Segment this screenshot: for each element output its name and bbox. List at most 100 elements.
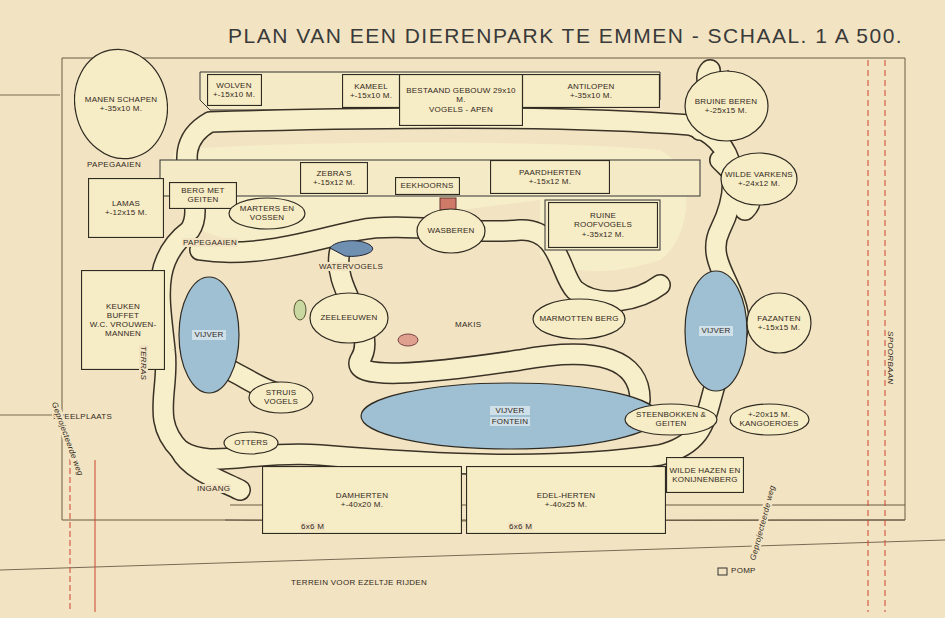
- enclosure-size: FONTEIN: [490, 417, 531, 426]
- enclosure-shape: [533, 299, 625, 339]
- enclosure-size: +-12x15 M.: [105, 208, 147, 217]
- enclosure-text: KEUKENBUFFETW.C. VROUWEN-MANNEN: [81, 300, 165, 341]
- animal-enclosure: WILDE HAZEN EN KONIJNENBERG: [666, 457, 744, 493]
- animal-enclosure: STEENBOKKEN & GEITEN: [624, 403, 718, 436]
- enclosure-size: +-35x12 M.: [574, 230, 632, 239]
- enclosure-shape: [467, 467, 666, 534]
- map-label: WATERVOGELS: [318, 262, 384, 271]
- enclosure-text: ZEELEEUWEN: [317, 311, 380, 324]
- enclosure-shape: [170, 182, 237, 208]
- enclosure-name: STRUIS VOGELS: [251, 388, 311, 406]
- plan-title: PLAN VAN EEN DIERENPARK TE EMMEN - SCHAA…: [228, 24, 903, 48]
- animal-enclosure: WASBEREN: [416, 208, 486, 254]
- enclosure-shape: [249, 382, 313, 413]
- enclosure-name: EDEL-HERTEN: [537, 491, 596, 500]
- enclosure-text: EEKHOORNS: [398, 179, 457, 192]
- animal-enclosure: WOLVEN+-15x10 M.: [207, 74, 262, 106]
- enclosure-text: MARMOTTEN BERG: [536, 312, 621, 325]
- enclosure-shape: [549, 203, 658, 248]
- enclosure-name: ANTILOPEN: [567, 82, 614, 91]
- enclosure-shape: [89, 179, 164, 238]
- map-label: PAPEGAAIEN: [182, 238, 238, 247]
- enclosure-text: ZEBRA'S+-15x12 M.: [310, 167, 358, 189]
- enclosure-size: +-35x10 M.: [85, 104, 157, 113]
- enclosure-shape: [263, 467, 462, 534]
- enclosure-shape: [179, 277, 239, 393]
- enclosure-shape: [361, 383, 659, 449]
- animal-enclosure: LAMAS+-12x15 M.: [88, 178, 164, 238]
- enclosure-size: +-15x12 M.: [519, 177, 581, 186]
- animal-enclosure: FAZANTEN+-15x15 M.: [746, 292, 812, 354]
- animal-enclosure: ZEELEEUWEN: [309, 292, 389, 344]
- enclosure-shape: [310, 293, 388, 343]
- enclosure-size: ROOFVOGELS: [574, 220, 632, 229]
- enclosure-size: W.C. VROUWEN-MANNEN: [84, 320, 162, 338]
- enclosure-text: BESTAAND GEBOUW 29x10 M.VOGELS - APEN: [399, 84, 523, 116]
- enclosure-text: RUINEROOFVOGELS+-35x12 M.: [571, 209, 635, 241]
- enclosure-text: VIJVER: [189, 326, 228, 343]
- enclosure-shape: [301, 163, 368, 194]
- map-label: 6x6 M: [300, 522, 325, 531]
- animal-enclosure: EEKHOORNS: [395, 177, 460, 195]
- enclosure-text: MANEN SCHAPEN+-35x10 M.: [82, 93, 160, 115]
- enclosure-size: KANGOEROES: [740, 419, 799, 428]
- enclosure-text: WASBEREN: [424, 224, 477, 237]
- animal-enclosure: KAMEEL+-15x10 M.: [342, 74, 400, 108]
- enclosure-name: OTTERS: [234, 438, 268, 447]
- enclosure-size: +-40x25 M.: [537, 500, 596, 509]
- animal-enclosure: BESTAAND GEBOUW 29x10 M.VOGELS - APEN: [399, 74, 523, 126]
- map-label: TERRAS: [139, 345, 148, 381]
- enclosure-name: EEKHOORNS: [401, 181, 454, 190]
- enclosure-name: +-20x15 M.: [740, 410, 799, 419]
- animal-enclosure: EDEL-HERTEN+-40x25 M.: [466, 466, 666, 534]
- enclosure-text: STRUIS VOGELS: [248, 386, 314, 408]
- enclosure-shape: [721, 153, 797, 205]
- animal-enclosure: MANEN SCHAPEN+-35x10 M.: [74, 48, 168, 160]
- enclosure-name: BERG MET GEITEN: [172, 186, 234, 204]
- animal-enclosure: KEUKENBUFFETW.C. VROUWEN-MANNEN: [81, 270, 165, 370]
- animal-enclosure: ANTILOPEN+-35x10 M.: [522, 74, 660, 108]
- enclosure-name: STEENBOKKEN & GEITEN: [627, 410, 715, 428]
- animal-enclosure: WILDE VARKENS+-24x12 M.: [720, 152, 798, 206]
- enclosure-size: +-35x10 M.: [567, 91, 614, 100]
- enclosure-text: EDEL-HERTEN+-40x25 M.: [534, 489, 599, 511]
- enclosure-size: +-15x15 M.: [757, 323, 800, 332]
- enclosure-text: BRUINE BEREN+-25x15 M.: [692, 95, 760, 117]
- animal-enclosure: MARMOTTEN BERG: [532, 298, 626, 340]
- enclosure-shape: [685, 271, 747, 391]
- pond-area: VIJVER: [684, 270, 748, 392]
- enclosure-name: VIJVER: [699, 326, 732, 335]
- enclosure-name: RUINE: [574, 211, 632, 220]
- enclosure-size: +-15x12 M.: [313, 178, 355, 187]
- animal-enclosure: PAARDHERTEN+-15x12 M.: [490, 160, 610, 194]
- animal-enclosure: BERG MET GEITEN: [169, 182, 237, 209]
- animal-enclosure: STRUIS VOGELS: [248, 381, 314, 414]
- enclosure-shape: [523, 75, 660, 108]
- enclosure-name: WILDE VARKENS: [725, 170, 793, 179]
- enclosure-shape: [491, 161, 610, 194]
- map-label: 6x6 M: [508, 522, 533, 531]
- enclosure-size: VOGELS - APEN: [402, 105, 520, 114]
- enclosure-size: +-15x10 M.: [213, 90, 255, 99]
- enclosure-size: BUFFET: [84, 311, 162, 320]
- enclosure-name: VIJVER: [192, 330, 225, 339]
- enclosure-shape: [667, 458, 744, 493]
- enclosure-shape: [74, 48, 168, 160]
- enclosure-text: FAZANTEN+-15x15 M.: [754, 312, 803, 334]
- enclosure-shape: [229, 198, 305, 229]
- enclosure-shape: [207, 75, 261, 106]
- enclosure-name: WOLVEN: [213, 81, 255, 90]
- enclosure-shape: [685, 71, 768, 141]
- enclosure-shape: [625, 404, 717, 435]
- enclosure-name: ZEELEEUWEN: [320, 313, 377, 322]
- map-label: MAKIS: [454, 320, 482, 329]
- enclosure-name: ZEBRA'S: [313, 169, 355, 178]
- enclosure-shape: [417, 209, 485, 253]
- enclosure-name: BESTAAND GEBOUW 29x10 M.: [402, 86, 520, 104]
- enclosure-name: PAARDHERTEN: [519, 168, 581, 177]
- enclosure-shape: [82, 271, 165, 370]
- enclosure-shape: [343, 75, 400, 108]
- enclosure-text: +-20x15 M.KANGOEROES: [737, 408, 802, 430]
- animal-enclosure: MARTERS EN VOSSEN: [228, 197, 306, 230]
